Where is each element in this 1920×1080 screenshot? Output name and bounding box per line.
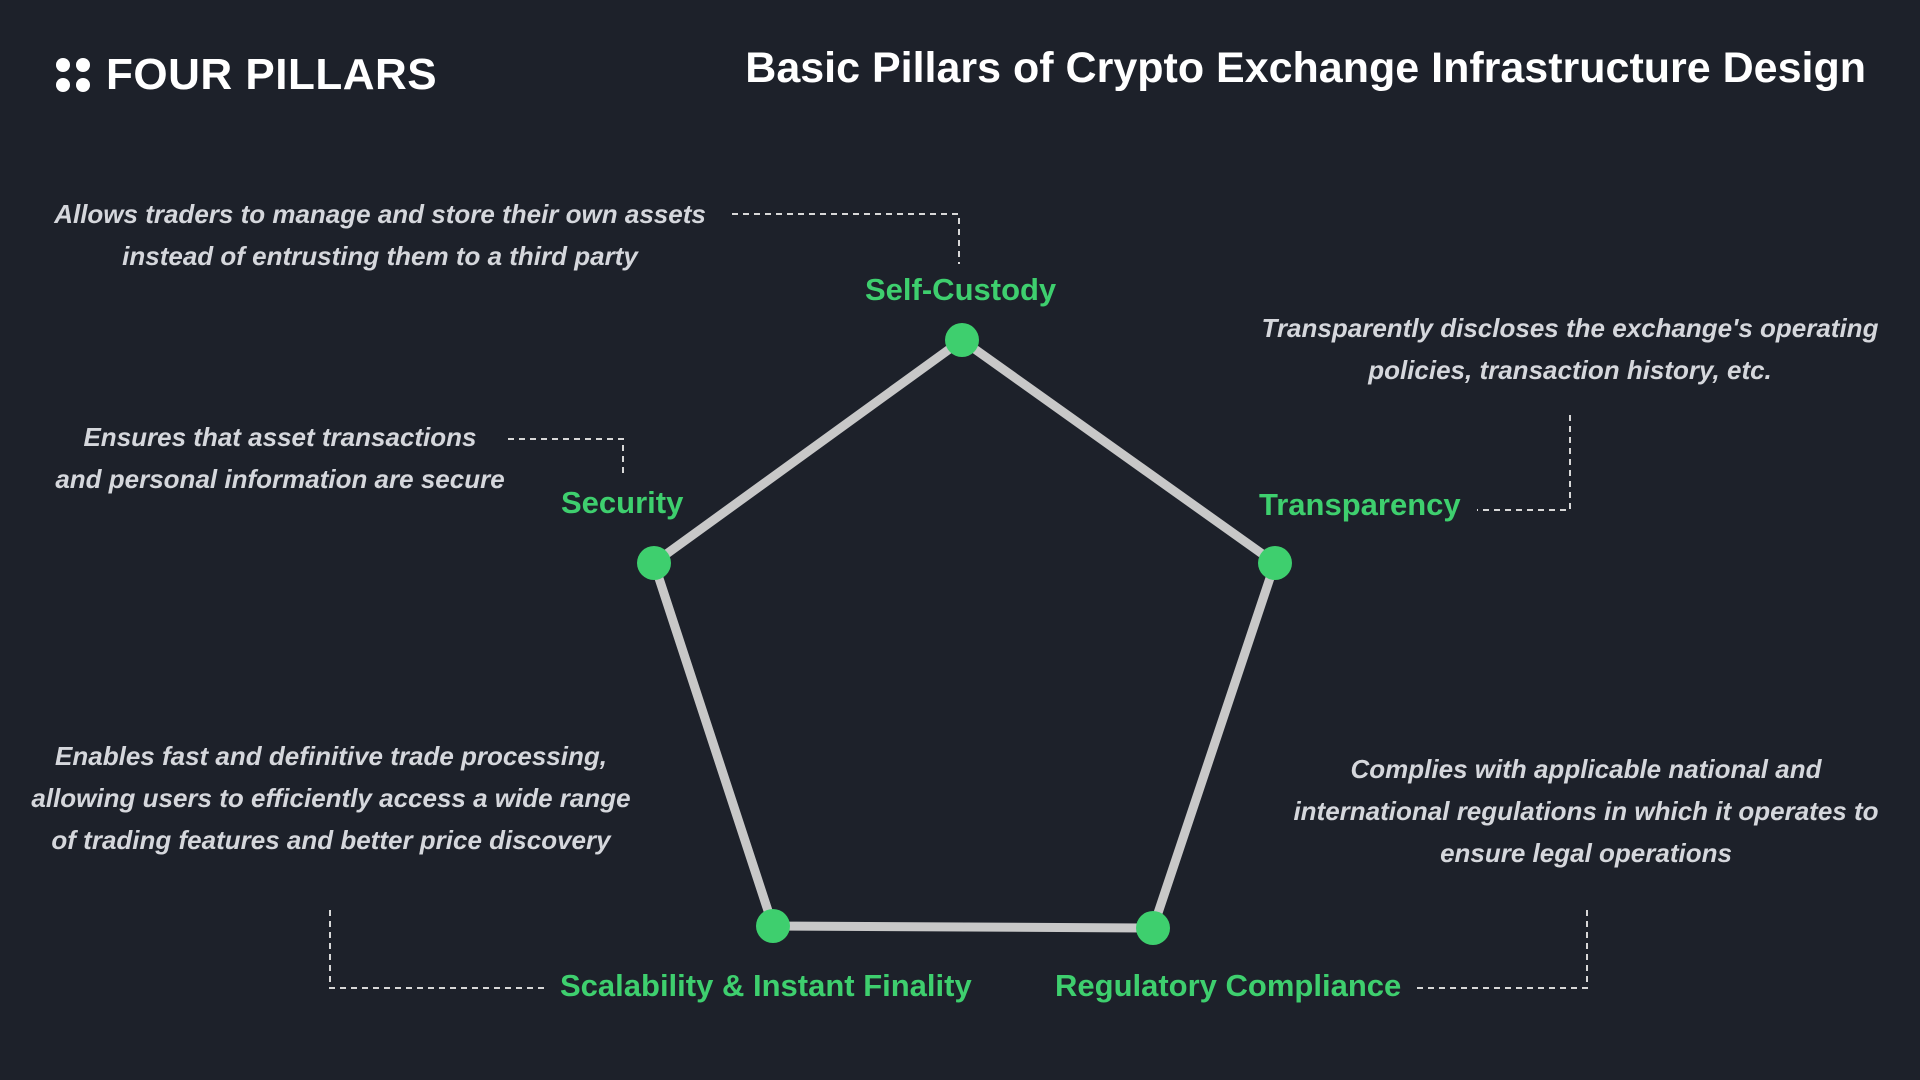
pillar-label-regulatory-compliance: Regulatory Compliance (1055, 968, 1402, 1003)
connector-regulatory-compliance (1415, 910, 1588, 989)
description-line: international regulations in which it op… (1293, 796, 1879, 826)
pillar-label-security: Security (561, 485, 684, 520)
description-line: ensure legal operations (1440, 838, 1732, 868)
node-regulatory-compliance (1136, 911, 1170, 945)
pillar-description-self-custody: Allows traders to manage and store their… (20, 193, 740, 277)
description-line: Ensures that asset transactions (83, 422, 477, 452)
connector-security (508, 438, 624, 474)
pillar-label-self-custody: Self-Custody (865, 272, 1057, 307)
pillar-description-transparency: Transparently discloses the exchange's o… (1230, 307, 1910, 391)
pentagon-outline (649, 335, 1280, 933)
description-line: Complies with applicable national and (1350, 754, 1822, 784)
description-line: policies, transaction history, etc. (1368, 355, 1772, 385)
description-line: Allows traders to manage and store their… (54, 199, 706, 229)
connector-scalability (329, 910, 548, 989)
description-line: and personal information are secure (55, 464, 505, 494)
page-title: Basic Pillars of Crypto Exchange Infrast… (745, 44, 1866, 92)
connector-transparency (1477, 415, 1571, 511)
pillar-label-transparency: Transparency (1259, 487, 1461, 522)
connector-self-custody (732, 213, 960, 264)
description-line: instead of entrusting them to a third pa… (122, 241, 638, 271)
node-scalability (756, 909, 790, 943)
brand-name: FOUR PILLARS (106, 50, 438, 99)
pillar-nodes (637, 323, 1292, 945)
node-security (637, 546, 671, 580)
pillar-description-security: Ensures that asset transactions and pers… (20, 416, 540, 500)
description-line: Enables fast and definitive trade proces… (55, 741, 607, 771)
description-line: Transparently discloses the exchange's o… (1261, 313, 1879, 343)
pillar-description-scalability: Enables fast and definitive trade proces… (0, 735, 662, 861)
brand-logo: FOUR PILLARS (56, 46, 437, 104)
node-self-custody (945, 323, 979, 357)
pillar-description-regulatory-compliance: Complies with applicable national and in… (1246, 748, 1920, 874)
four-dots-icon (56, 58, 90, 92)
node-transparency (1258, 546, 1292, 580)
description-line: of trading features and better price dis… (51, 825, 611, 855)
connector-lines (329, 213, 1588, 989)
description-line: allowing users to efficiently access a w… (31, 783, 631, 813)
pillar-label-scalability: Scalability & Instant Finality (560, 968, 972, 1003)
